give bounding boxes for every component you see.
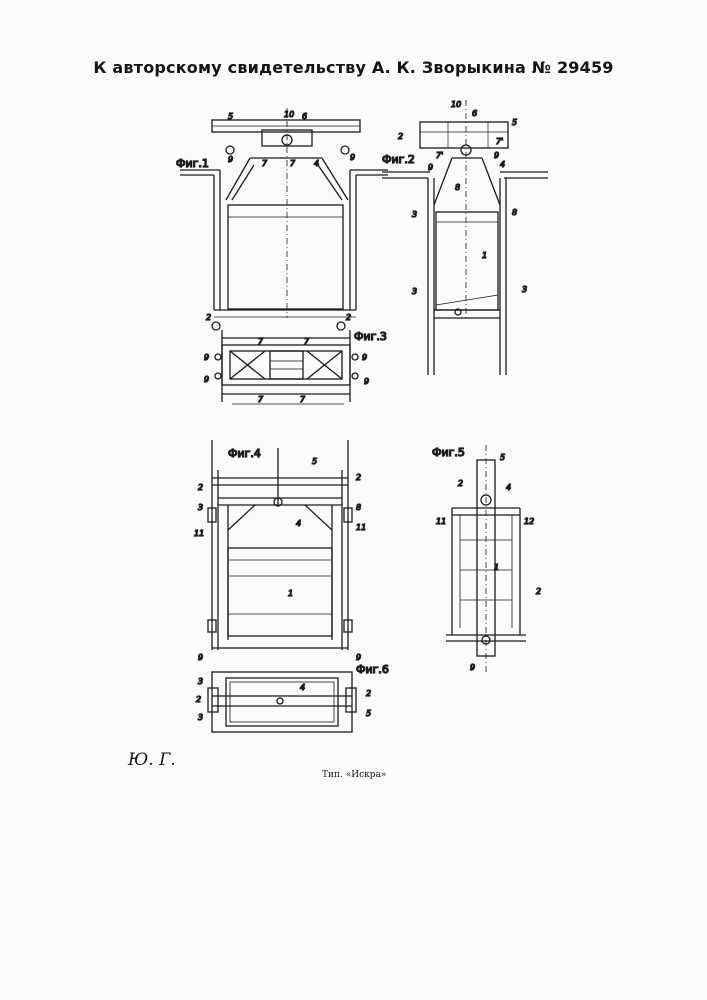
label: 5 [512, 118, 517, 127]
label: 2 [206, 313, 211, 322]
label: 4 [296, 519, 301, 528]
figure-2-caption: Фиг.2 [382, 153, 415, 166]
label: 2 [458, 479, 463, 488]
label: 1 [494, 563, 499, 572]
label: 9 [350, 153, 355, 162]
label: 7 [290, 159, 296, 168]
label: 2 [366, 689, 371, 698]
label: 6 [472, 109, 477, 118]
label: 3 [412, 210, 417, 219]
label: 3 [198, 503, 203, 512]
label: 5 [312, 457, 317, 466]
figure-3-caption: Фиг.3 [354, 330, 387, 343]
label: 8 [356, 503, 361, 512]
label: 4 [300, 683, 305, 692]
printer-mark: Тип. «Искра» [322, 770, 386, 780]
label: 2 [196, 695, 201, 704]
label: 7 [300, 395, 306, 404]
label: 3 [198, 713, 203, 722]
label: 3 [198, 677, 203, 686]
label: 2 [536, 587, 541, 596]
label: 9 [204, 353, 209, 362]
label: 7 [262, 159, 268, 168]
label: 9 [356, 653, 361, 662]
label: 7 [258, 395, 264, 404]
label: 2 [198, 483, 203, 492]
label: 7' [496, 137, 503, 146]
label: 2 [398, 132, 403, 141]
figure-1-caption: Фиг.1 [176, 157, 209, 170]
label: 8 [512, 208, 517, 217]
label: 10 [284, 110, 294, 119]
label: 9 [198, 653, 203, 662]
label: 2 [356, 473, 361, 482]
label: 4 [314, 159, 319, 168]
figure-4-drawing [208, 440, 352, 650]
label: 4 [500, 160, 505, 169]
label: 9 [204, 375, 209, 384]
label: 4 [506, 483, 511, 492]
figure-6-caption: Фиг.6 [356, 663, 389, 676]
label: 9 [228, 155, 233, 164]
figure-1-drawing [180, 108, 388, 318]
label: 1 [288, 589, 293, 598]
label: 9 [428, 163, 433, 172]
label: 8 [455, 183, 460, 192]
label: 5 [500, 453, 505, 462]
label: 3 [412, 287, 417, 296]
label: 12 [524, 517, 534, 526]
label: 11 [436, 517, 446, 526]
label: 3 [522, 285, 527, 294]
author-initials: Ю. Г. [128, 750, 176, 770]
figure-2-drawing [382, 100, 548, 375]
label: 1 [482, 251, 487, 260]
label: 9 [362, 353, 367, 362]
label: 2 [346, 313, 351, 322]
label: 9 [494, 151, 499, 160]
label: 6 [302, 112, 307, 121]
label: 5 [228, 112, 233, 121]
label: 9 [470, 663, 475, 672]
label: 11 [194, 529, 204, 538]
label: 7' [436, 151, 443, 160]
label: 10 [451, 100, 461, 109]
figure-6-drawing [208, 672, 356, 732]
figure-3-drawing [212, 322, 358, 404]
label: 5 [366, 709, 371, 718]
label: 9 [364, 377, 369, 386]
figure-5-caption: Фиг.5 [432, 446, 465, 459]
label: 11 [356, 523, 366, 532]
figure-4-caption: Фиг.4 [228, 447, 261, 460]
